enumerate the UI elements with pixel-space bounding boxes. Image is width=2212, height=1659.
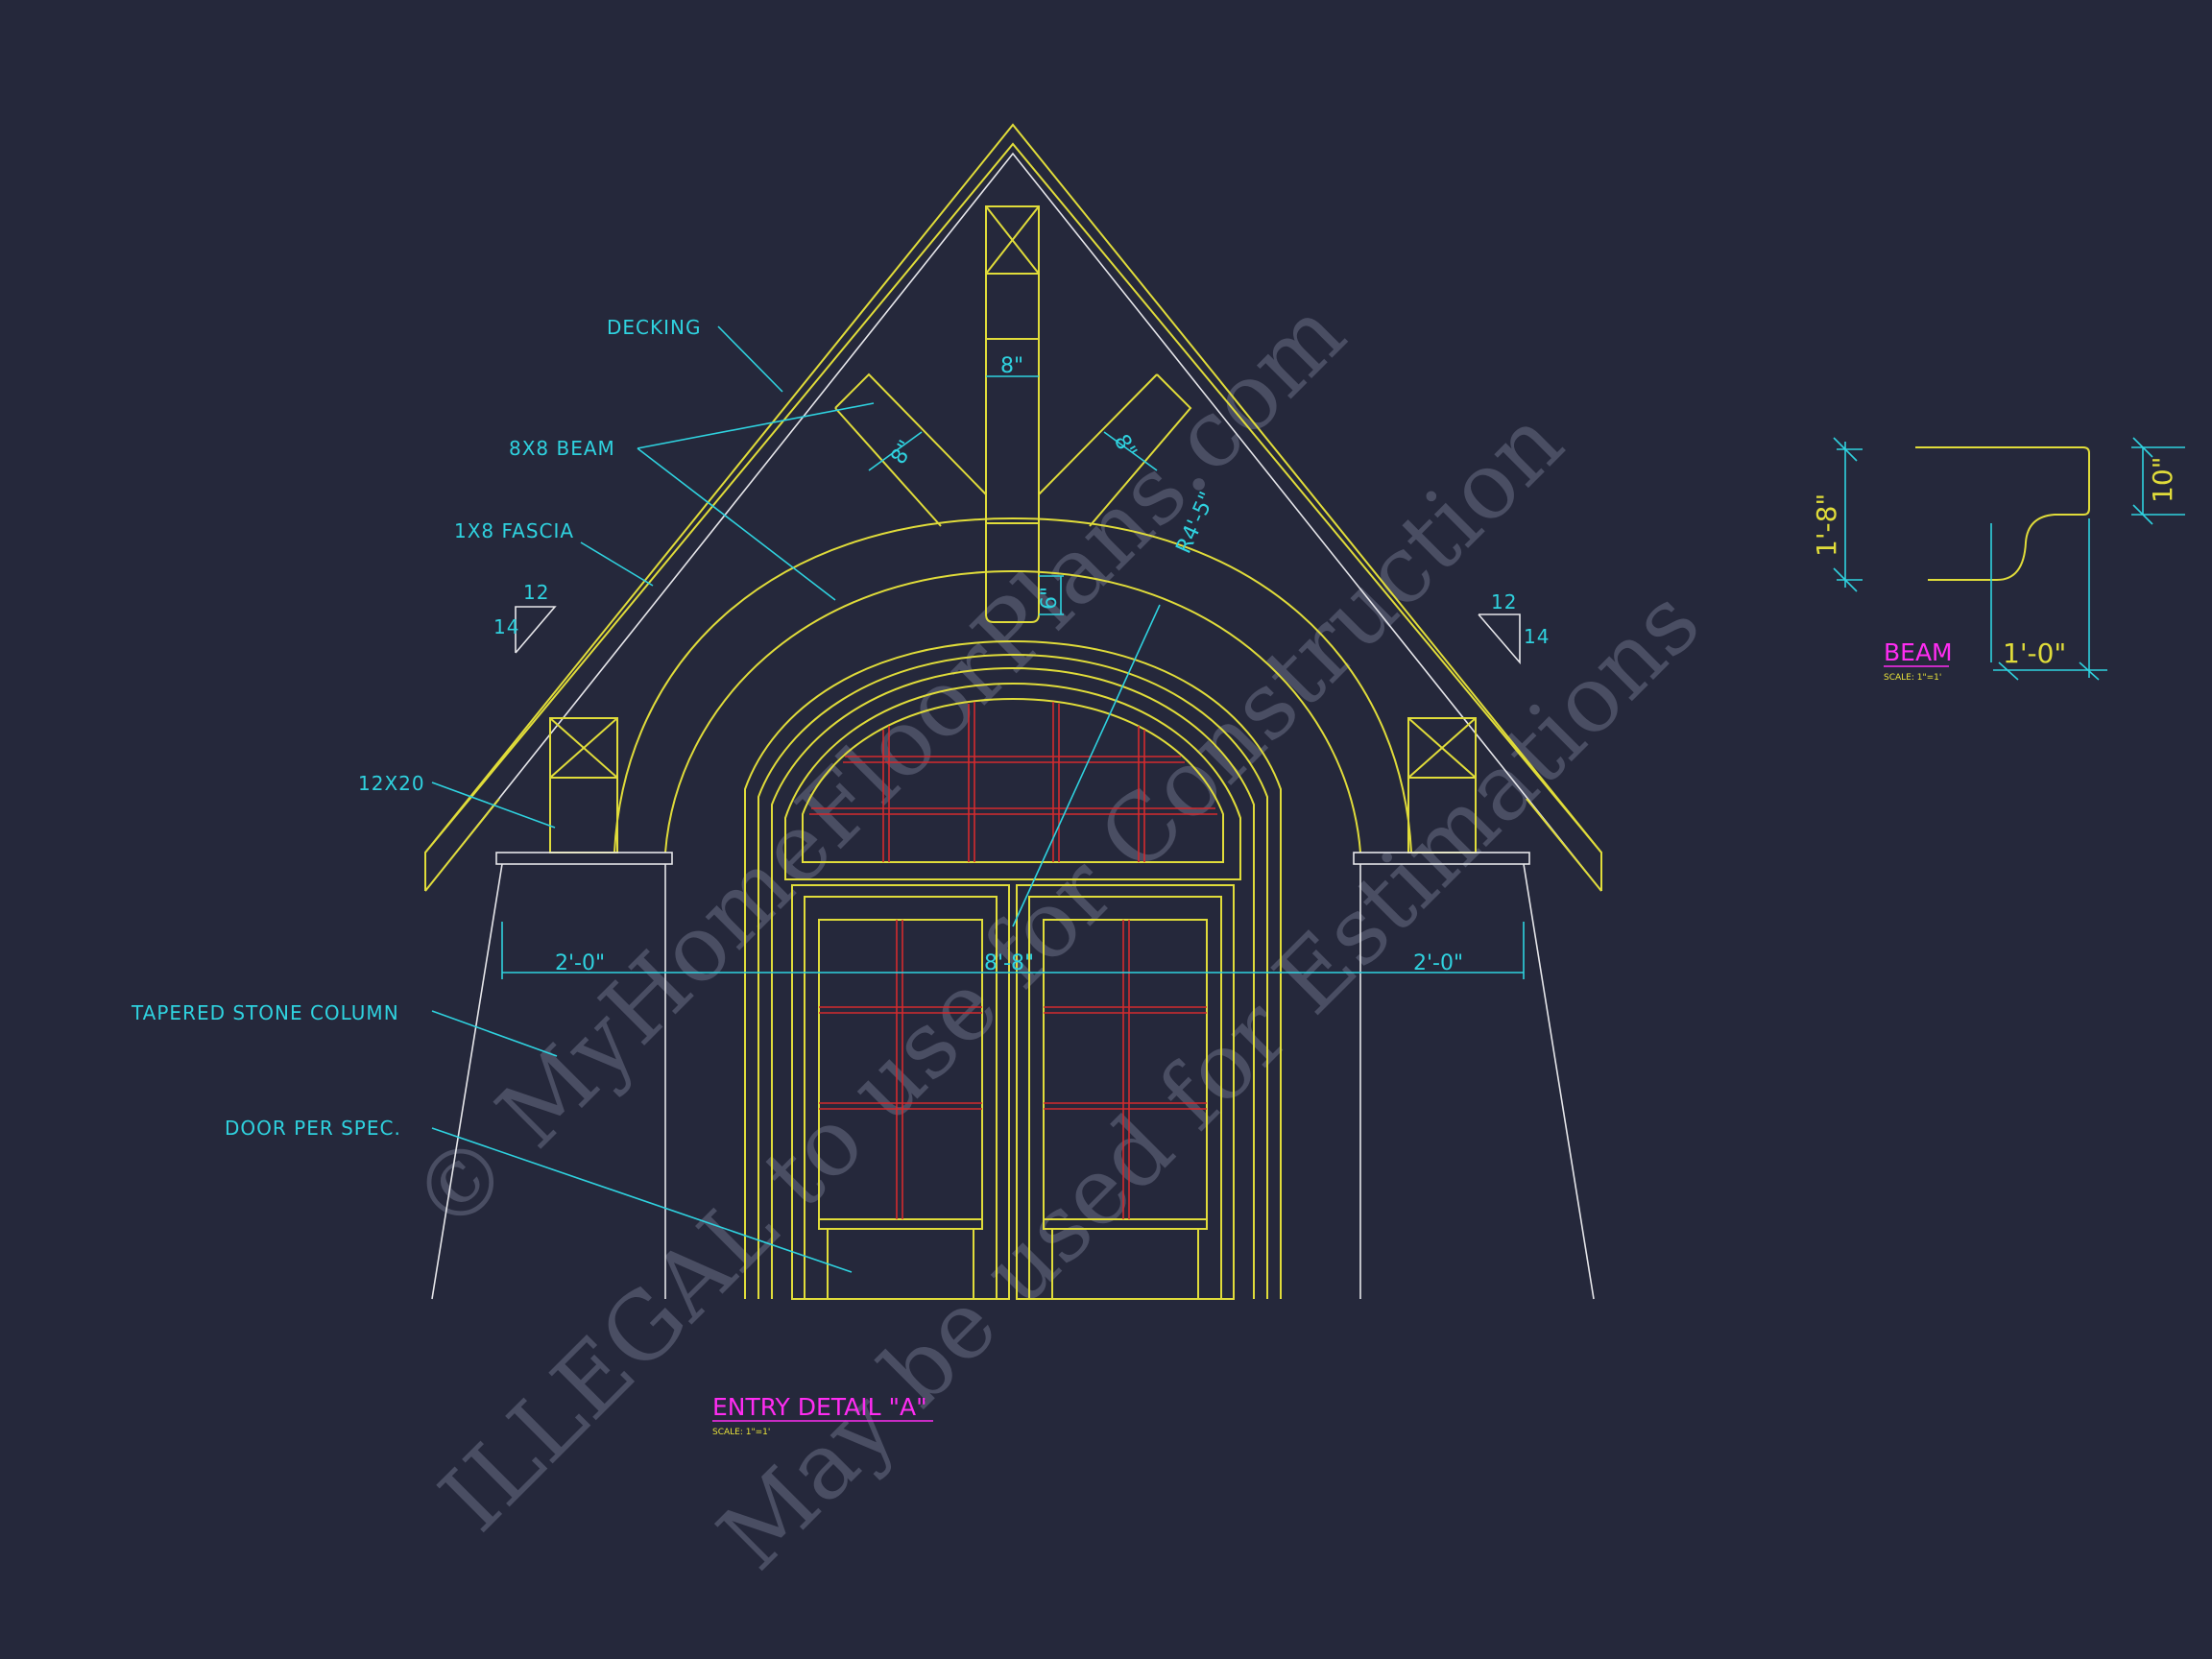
watermark: © MyHomeFloorPlans.com ILLEGAL to use fo…	[391, 279, 1720, 1590]
roof-underside	[424, 152, 1602, 892]
roof-fascia-outer	[424, 123, 1602, 891]
dim-beam-top: 8"	[1000, 354, 1023, 378]
brace-left	[834, 373, 987, 527]
beam-width: 1'-0"	[2003, 637, 2066, 669]
dimension-lines	[501, 375, 1525, 979]
pitch-left: 12 14	[493, 581, 557, 654]
pitch-left-rise: 14	[493, 615, 519, 638]
post-left	[549, 717, 618, 854]
dim-arch-gap: 6"	[1038, 587, 1062, 610]
door-frame	[744, 639, 1282, 1299]
transom-window	[784, 682, 1241, 880]
label-post: 12X20	[358, 772, 425, 795]
dim-left-span: 2'-0"	[555, 951, 605, 975]
door-left	[791, 884, 1010, 1300]
label-fascia: 1X8 FASCIA	[454, 519, 574, 542]
beam-detail: 1'-8" 10" 1'-0" BEAM SCALE: 1"=1'	[1811, 437, 2185, 683]
beam-title: BEAM	[1884, 638, 1953, 666]
label-door: DOOR PER SPEC.	[225, 1117, 401, 1140]
door-right	[1016, 884, 1235, 1300]
entry-detail-title: ENTRY DETAIL "A" SCALE: 1"=1'	[712, 1393, 933, 1437]
transom-muntins	[809, 702, 1217, 862]
column-left	[431, 852, 673, 1300]
beam-side: 10"	[2147, 456, 2178, 503]
label-column: TAPERED STONE COLUMN	[131, 1001, 399, 1024]
column-right	[1353, 852, 1595, 1300]
dim-right-span: 2'-0"	[1413, 951, 1463, 975]
callout-leaders	[431, 325, 875, 1273]
dim-center-span: 8'-8"	[984, 951, 1034, 975]
dim-brace-left: 8"	[887, 437, 920, 469]
gable-roof	[424, 123, 1602, 892]
pitch-left-run: 12	[523, 581, 549, 604]
beam-scale: SCALE: 1"=1'	[1884, 673, 1941, 683]
arched-beam	[613, 517, 1412, 854]
door-left-muntins	[819, 920, 982, 1219]
label-decking: DECKING	[607, 316, 701, 339]
entry-detail-title-text: ENTRY DETAIL "A"	[712, 1393, 927, 1421]
door-right-muntins	[1044, 920, 1207, 1219]
pitch-right-run: 12	[1491, 590, 1517, 613]
entry-detail-scale: SCALE: 1"=1'	[712, 1428, 770, 1437]
fascia-bottom-right	[1526, 798, 1602, 892]
label-8x8-beam: 8X8 BEAM	[509, 437, 615, 460]
pitch-right-rise: 14	[1524, 625, 1550, 648]
fascia-bottom-left	[424, 798, 500, 892]
king-post	[985, 205, 1040, 623]
brace-right	[1038, 373, 1192, 527]
pitch-right: 12 14	[1478, 590, 1550, 665]
roof-decking-line	[424, 142, 1602, 854]
beam-height: 1'-8"	[1811, 493, 1842, 557]
